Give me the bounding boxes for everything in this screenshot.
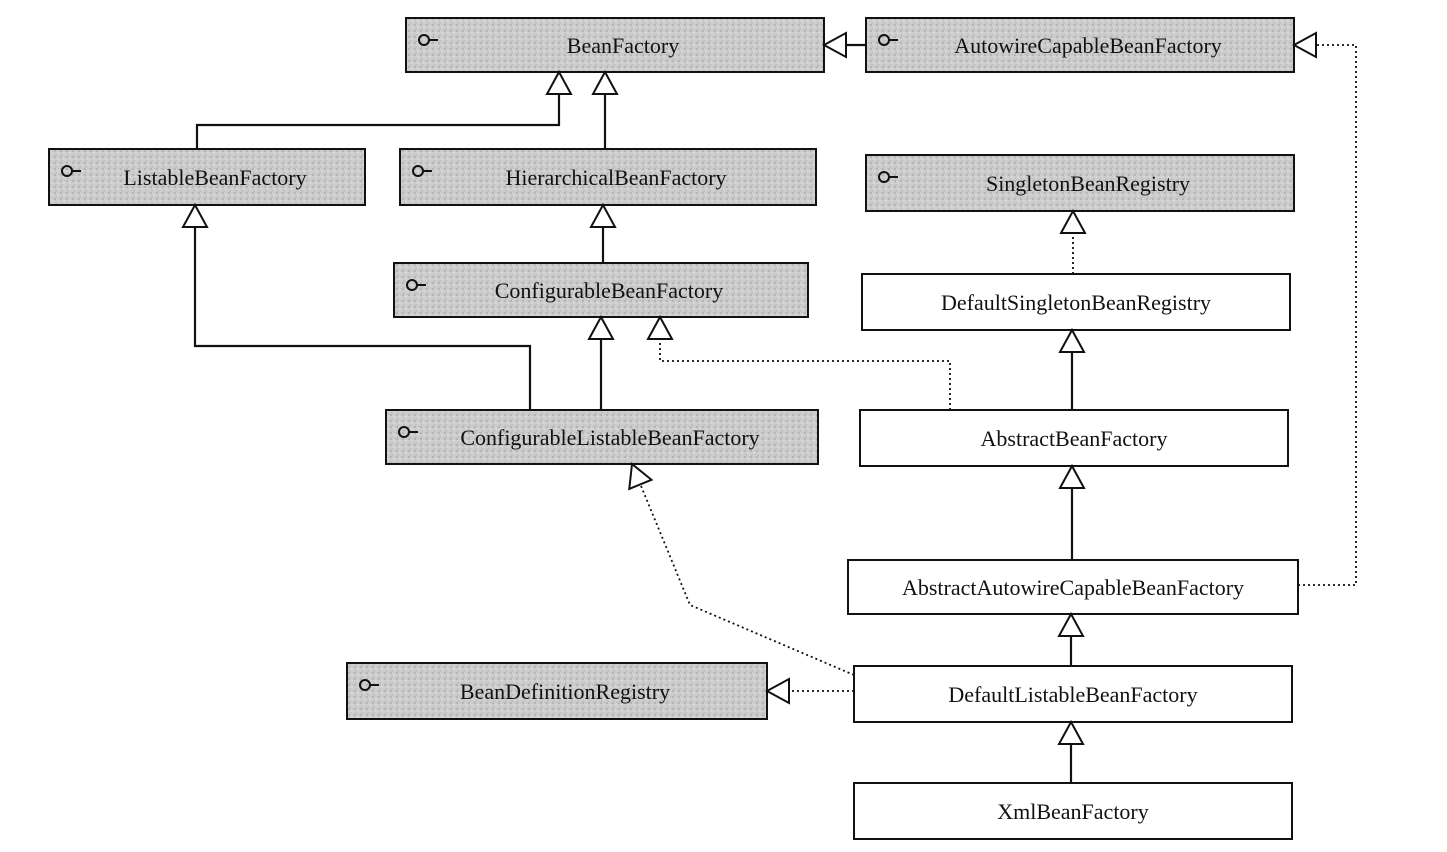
arrowhead-configurable-listable-bean-factory-to-configurable-bean-factory [587,314,615,340]
node-configurable-bean-factory: ConfigurableBeanFactory [393,262,809,318]
node-label: DefaultSingletonBeanRegistry [941,290,1211,315]
nodes-layer: BeanFactory AutowireCapableBeanFactoryLis… [48,17,1299,840]
interface-icon [418,34,438,46]
node-box [399,148,817,206]
node-label: HierarchicalBeanFactory [505,165,726,190]
node-singleton-bean-registry: SingletonBeanRegistry [865,154,1295,212]
arrowhead-default-listable-bean-factory-to-bean-definition-registry [764,677,790,705]
arrowhead-default-singleton-bean-registry-to-singleton-bean-registry [1059,208,1087,234]
node-hierarchical-bean-factory: HierarchicalBeanFactory [399,148,817,206]
interface-icon [878,171,898,183]
node-configurable-listable-bean-factory: ConfigurableListableBeanFactory [385,409,819,465]
node-box [861,273,1291,331]
arrowhead-abstract-bean-factory-to-default-singleton-bean-registry [1058,327,1086,353]
node-box [865,17,1295,73]
interface-icon [406,279,426,291]
node-box [393,262,809,318]
node-label: AbstractBeanFactory [981,426,1168,451]
edge-abstract-autowire-capable-bean-factory-to-autowire-capable-bean-factory [1294,44,1357,586]
node-box [405,17,825,73]
arrowhead-abstract-autowire-capable-bean-factory-to-abstract-bean-factory [1058,463,1086,489]
arrowhead-autowire-capable-bean-factory-to-bean-factory [821,31,847,59]
interface-icon [359,679,379,691]
node-box [385,409,819,465]
node-box [48,148,366,206]
node-listable-bean-factory: ListableBeanFactory [48,148,366,206]
arrowhead-abstract-autowire-capable-bean-factory-to-autowire-capable-bean-factory [1291,31,1317,59]
node-box [859,409,1289,467]
node-label: XmlBeanFactory [997,799,1149,824]
edge-default-listable-bean-factory-to-configurable-listable-bean-factory [631,463,855,676]
interface-icon [398,426,418,438]
node-label: ConfigurableListableBeanFactory [460,425,759,450]
node-default-listable-bean-factory: DefaultListableBeanFactory [853,665,1293,723]
arrowhead-abstract-bean-factory-to-configurable-bean-factory [646,314,674,340]
node-label: BeanDefinitionRegistry [460,679,670,704]
node-label: ListableBeanFactory [123,165,306,190]
edge-listable-bean-factory-to-bean-factory [195,72,561,149]
node-abstract-autowire-capable-bean-factory: AbstractAutowireCapableBeanFactory [847,559,1299,615]
arrowheads-layer [181,31,1317,745]
arrowhead-configurable-listable-bean-factory-to-listable-bean-factory [181,202,209,228]
node-box [346,662,768,720]
node-label: AutowireCapableBeanFactory [954,33,1222,58]
node-box [853,782,1293,840]
node-default-singleton-bean-registry: DefaultSingletonBeanRegistry [861,273,1291,331]
interface-icon [878,34,898,46]
node-xml-bean-factory: XmlBeanFactory [853,782,1293,840]
arrowhead-configurable-bean-factory-to-hierarchical-bean-factory [589,202,617,228]
arrowhead-listable-bean-factory-to-bean-factory [545,69,573,95]
node-label: DefaultListableBeanFactory [948,682,1197,707]
node-autowire-capable-bean-factory: AutowireCapableBeanFactory [865,17,1295,73]
arrowhead-default-listable-bean-factory-to-abstract-autowire-capable-bean-factory [1057,611,1085,637]
node-label: ConfigurableBeanFactory [495,278,724,303]
node-bean-definition-registry: BeanDefinitionRegistry [346,662,768,720]
arrowhead-default-listable-bean-factory-to-configurable-listable-bean-factory [628,462,654,491]
node-label: AbstractAutowireCapableBeanFactory [902,575,1244,600]
arrowhead-xml-bean-factory-to-default-listable-bean-factory [1057,719,1085,745]
node-box [847,559,1299,615]
node-label: BeanFactory [567,33,679,58]
edge-configurable-listable-bean-factory-to-listable-bean-factory [193,205,532,410]
arrowhead-hierarchical-bean-factory-to-bean-factory [591,69,619,95]
interface-icon [61,165,81,177]
node-box [865,154,1295,212]
node-label: SingletonBeanRegistry [986,171,1190,196]
node-abstract-bean-factory: AbstractBeanFactory [859,409,1289,467]
node-box [853,665,1293,723]
interface-icon [412,165,432,177]
node-bean-factory: BeanFactory [405,17,825,73]
